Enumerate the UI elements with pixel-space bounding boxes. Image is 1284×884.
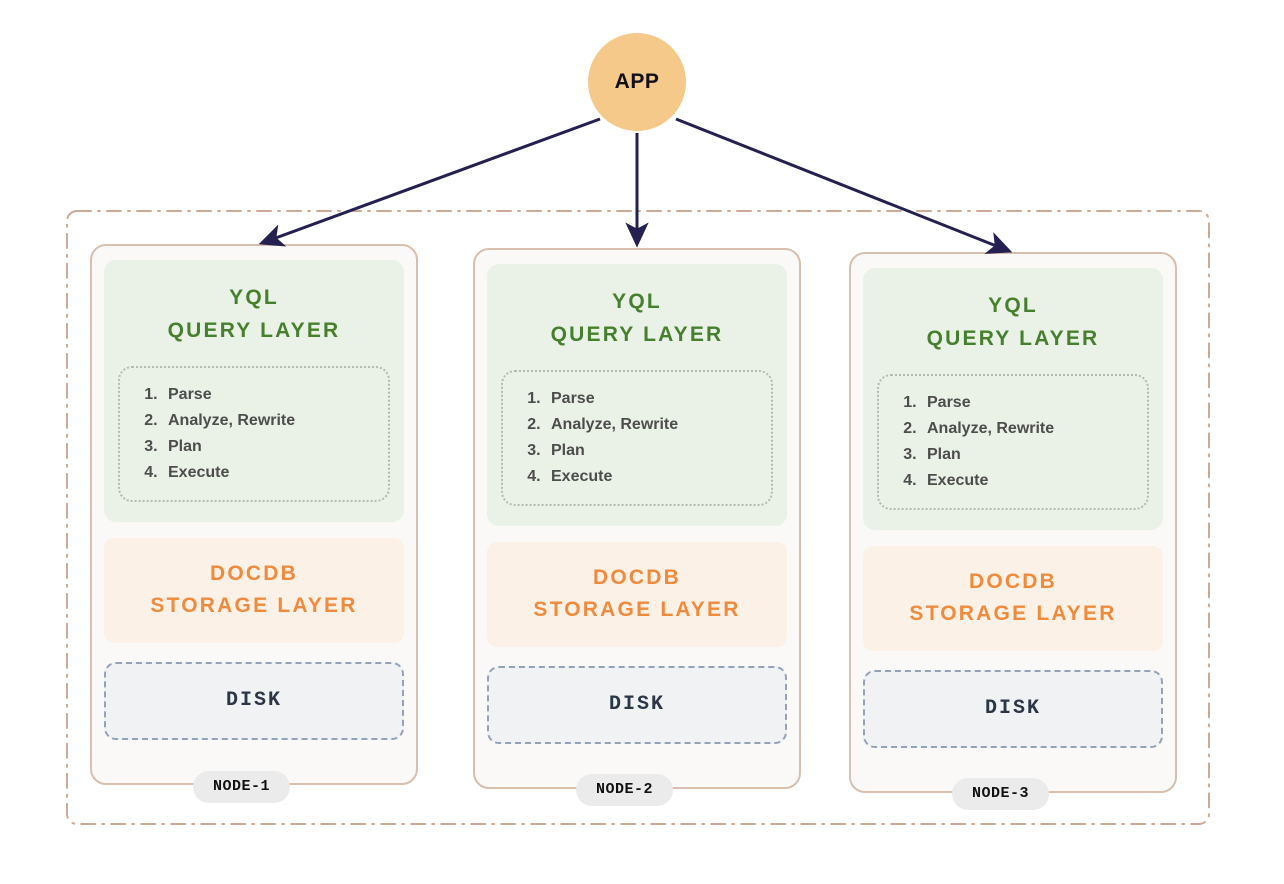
- query-step-item: Execute: [545, 464, 759, 490]
- query-step-item: Analyze, Rewrite: [921, 416, 1135, 442]
- query-step-item: Execute: [921, 468, 1135, 494]
- storage-layer-block-1: DOCDB STORAGE LAYER: [104, 537, 404, 643]
- query-step-item: Analyze, Rewrite: [545, 412, 759, 438]
- query-steps-list-1: Parse Analyze, Rewrite Plan Execute: [136, 382, 376, 486]
- storage-layer-block-2: DOCDB STORAGE LAYER: [487, 541, 787, 647]
- node-card-2[interactable]: YQL QUERY LAYER Parse Analyze, Rewrite P…: [473, 248, 801, 789]
- disk-label-3: DISK: [984, 697, 1041, 721]
- node-card-3[interactable]: YQL QUERY LAYER Parse Analyze, Rewrite P…: [849, 252, 1177, 793]
- node-badge-1: NODE-1: [193, 771, 291, 803]
- storage-layer-block-3: DOCDB STORAGE LAYER: [863, 545, 1163, 651]
- query-step-item: Parse: [921, 390, 1135, 416]
- query-layer-title-1: YQL QUERY LAYER: [167, 286, 341, 342]
- node-badge-2: NODE-2: [576, 774, 674, 806]
- query-layer-title-3: YQL QUERY LAYER: [926, 294, 1100, 350]
- query-step-item: Plan: [162, 434, 376, 460]
- query-step-item: Parse: [545, 386, 759, 412]
- storage-layer-title-2: DOCDB STORAGE LAYER: [533, 565, 741, 622]
- query-layer-block-3: YQL QUERY LAYER Parse Analyze, Rewrite P…: [863, 268, 1163, 530]
- query-step-item: Plan: [545, 438, 759, 464]
- node-card-1[interactable]: YQL QUERY LAYER Parse Analyze, Rewrite P…: [90, 244, 418, 785]
- disk-block-3: DISK: [863, 669, 1163, 748]
- query-steps-box-2: Parse Analyze, Rewrite Plan Execute: [501, 370, 773, 506]
- disk-label-2: DISK: [608, 693, 665, 717]
- app-label: APP: [614, 70, 660, 93]
- disk-block-1: DISK: [104, 661, 404, 740]
- storage-layer-title-3: DOCDB STORAGE LAYER: [909, 569, 1117, 626]
- query-steps-box-3: Parse Analyze, Rewrite Plan Execute: [877, 374, 1149, 510]
- query-layer-block-1: YQL QUERY LAYER Parse Analyze, Rewrite P…: [104, 260, 404, 522]
- query-steps-box-1: Parse Analyze, Rewrite Plan Execute: [118, 366, 390, 502]
- query-step-item: Parse: [162, 382, 376, 408]
- disk-label-1: DISK: [225, 689, 282, 713]
- app-client-node[interactable]: APP: [588, 33, 686, 131]
- query-layer-title-2: YQL QUERY LAYER: [550, 290, 724, 346]
- query-steps-list-3: Parse Analyze, Rewrite Plan Execute: [895, 390, 1135, 494]
- storage-layer-title-1: DOCDB STORAGE LAYER: [150, 561, 358, 618]
- disk-block-2: DISK: [487, 665, 787, 744]
- query-layer-block-2: YQL QUERY LAYER Parse Analyze, Rewrite P…: [487, 264, 787, 526]
- query-step-item: Analyze, Rewrite: [162, 408, 376, 434]
- query-step-item: Plan: [921, 442, 1135, 468]
- query-step-item: Execute: [162, 460, 376, 486]
- node-badge-3: NODE-3: [952, 778, 1050, 810]
- query-steps-list-2: Parse Analyze, Rewrite Plan Execute: [519, 386, 759, 490]
